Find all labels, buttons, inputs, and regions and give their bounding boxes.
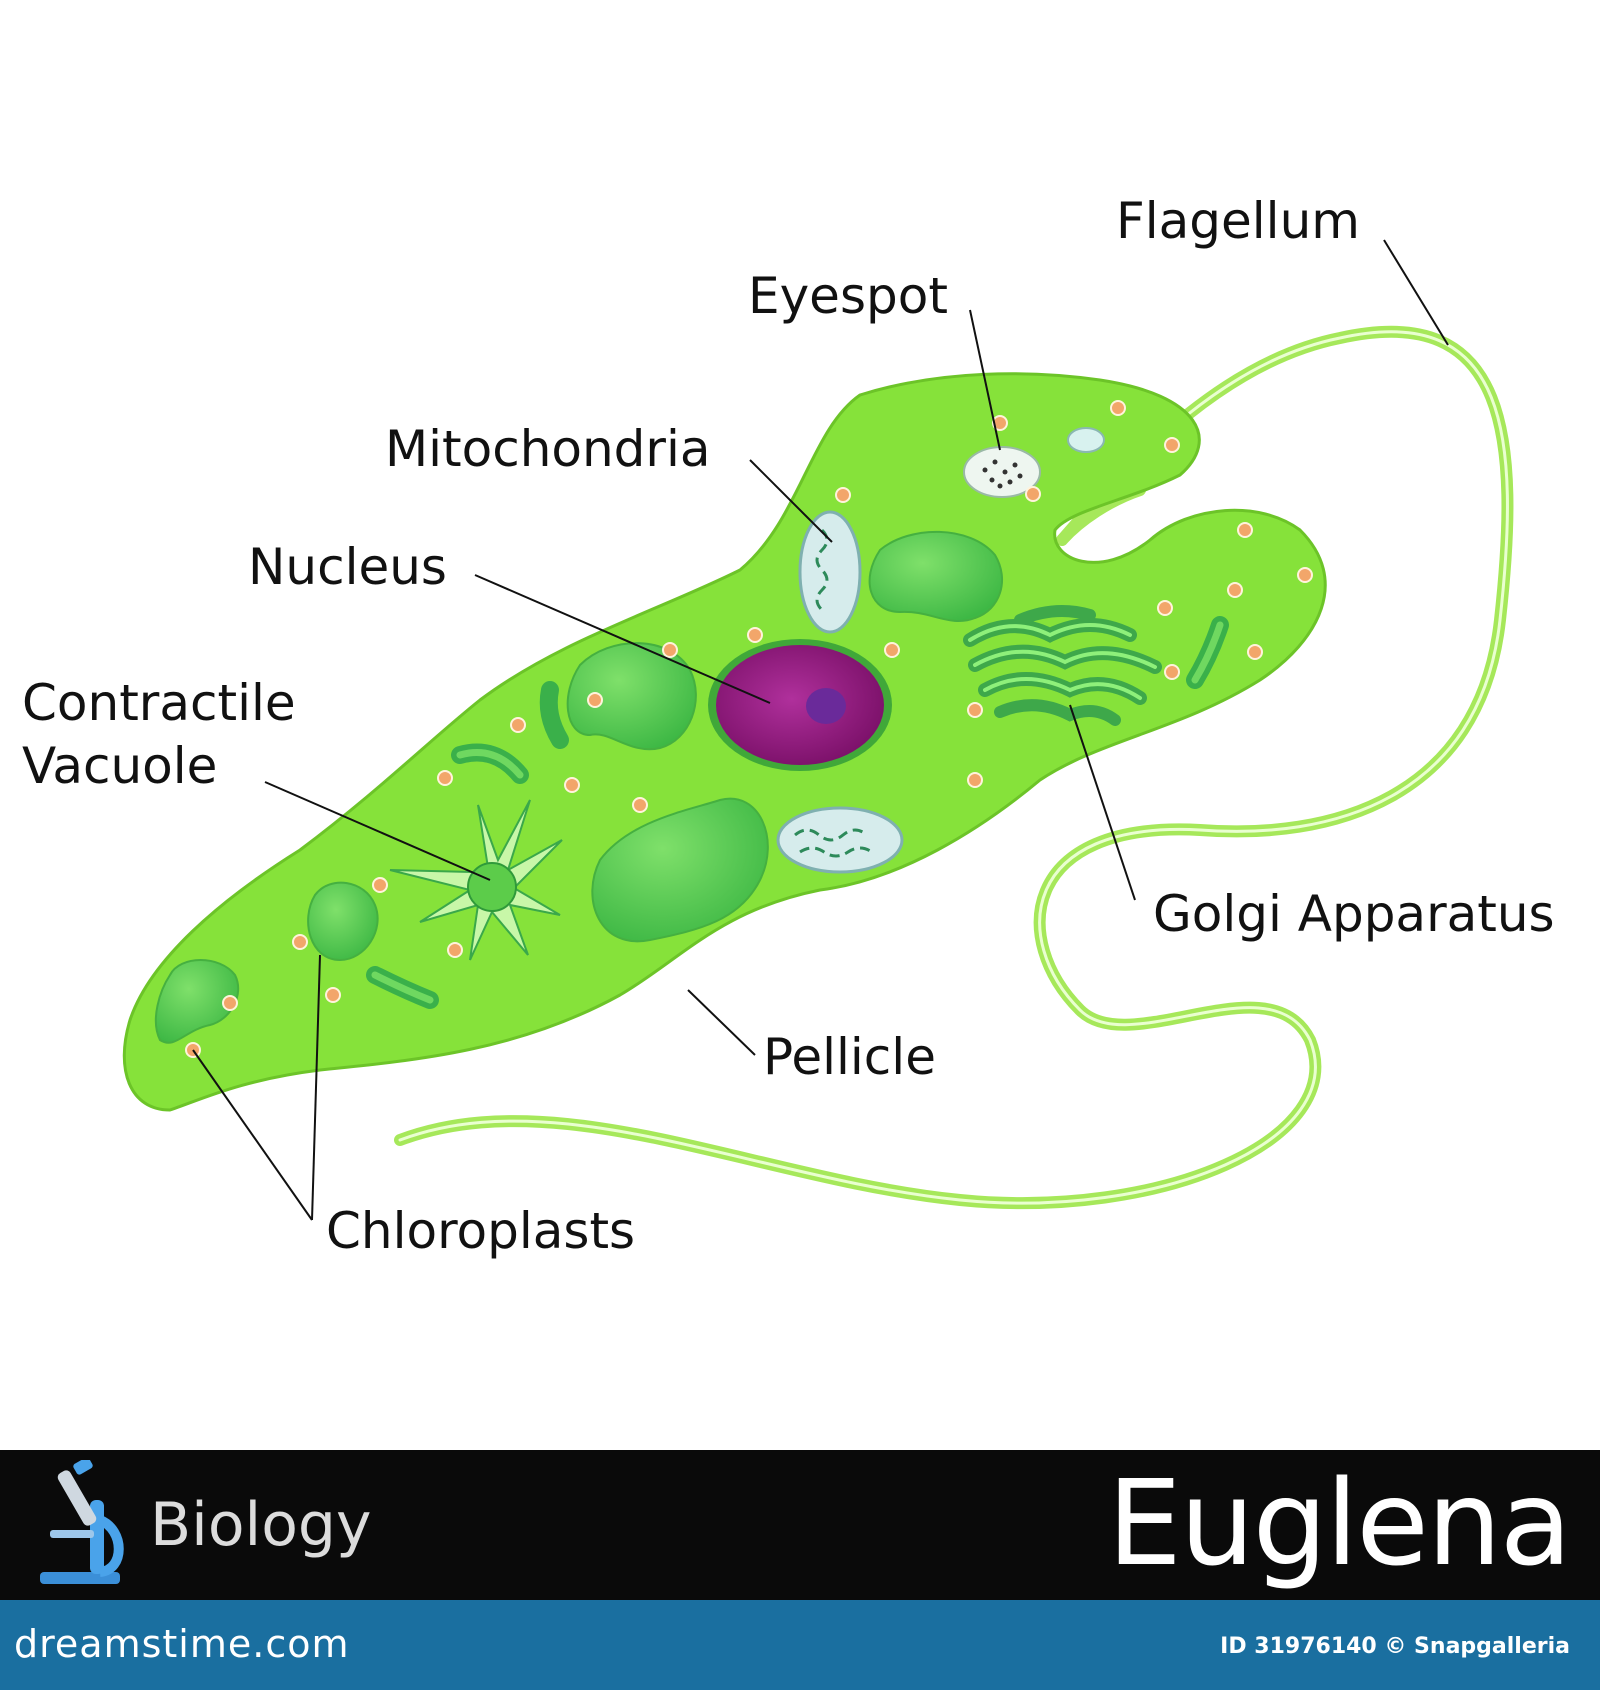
golgi-leader bbox=[1069, 704, 1136, 901]
label-golgi-apparatus: Golgi Apparatus bbox=[1153, 885, 1555, 943]
eyespot-leader bbox=[969, 309, 1001, 451]
nucleus bbox=[708, 639, 892, 771]
banner: Biology Euglena bbox=[0, 1450, 1600, 1600]
eyespot bbox=[963, 446, 1041, 498]
label-chloroplasts: Chloroplasts bbox=[326, 1202, 636, 1260]
microscope-icon bbox=[40, 1460, 124, 1584]
nucleolus bbox=[806, 688, 846, 724]
contractile-vacuole-leader bbox=[264, 781, 491, 881]
label-mitochondria: Mitochondria bbox=[385, 420, 711, 478]
footer: dreamstime.com ID 31976140 © Snapgalleri… bbox=[0, 1600, 1600, 1690]
chloroplast bbox=[591, 797, 769, 943]
label-contractile-vacuole: Contractile Vacuole bbox=[22, 674, 296, 795]
label-nucleus: Nucleus bbox=[248, 538, 447, 596]
nucleus-leader bbox=[474, 574, 771, 704]
chloroplast bbox=[307, 881, 379, 962]
label-pellicle: Pellicle bbox=[763, 1028, 936, 1086]
leader-lines bbox=[192, 239, 1449, 1221]
chloroplasts-leader-1 bbox=[192, 1049, 313, 1221]
paramylon-bodies bbox=[366, 616, 1229, 1009]
golgi-apparatus bbox=[963, 605, 1162, 726]
banner-title: Euglena bbox=[1107, 1454, 1572, 1592]
pellicle-leader bbox=[687, 989, 756, 1056]
chloroplast bbox=[566, 642, 697, 751]
label-flagellum: Flagellum bbox=[1116, 192, 1360, 250]
banner-subject: Biology bbox=[150, 1490, 372, 1560]
chloroplast bbox=[154, 959, 240, 1044]
label-eyespot: Eyespot bbox=[748, 267, 948, 325]
mitochondria bbox=[776, 510, 904, 874]
euglena-diagram bbox=[122, 239, 1514, 1221]
granules bbox=[185, 400, 1313, 1058]
chloroplasts bbox=[154, 530, 1004, 1044]
chloroplast bbox=[868, 530, 1004, 623]
chloroplasts-leader-2 bbox=[311, 954, 321, 1221]
mitochondria-leader bbox=[749, 459, 833, 543]
flagellum-leader bbox=[1383, 239, 1449, 346]
footer-credit: ID 31976140 © Snapgalleria bbox=[1220, 1634, 1570, 1659]
reservoir-vesicle bbox=[1067, 427, 1105, 453]
footer-site[interactable]: dreamstime.com bbox=[14, 1622, 350, 1666]
